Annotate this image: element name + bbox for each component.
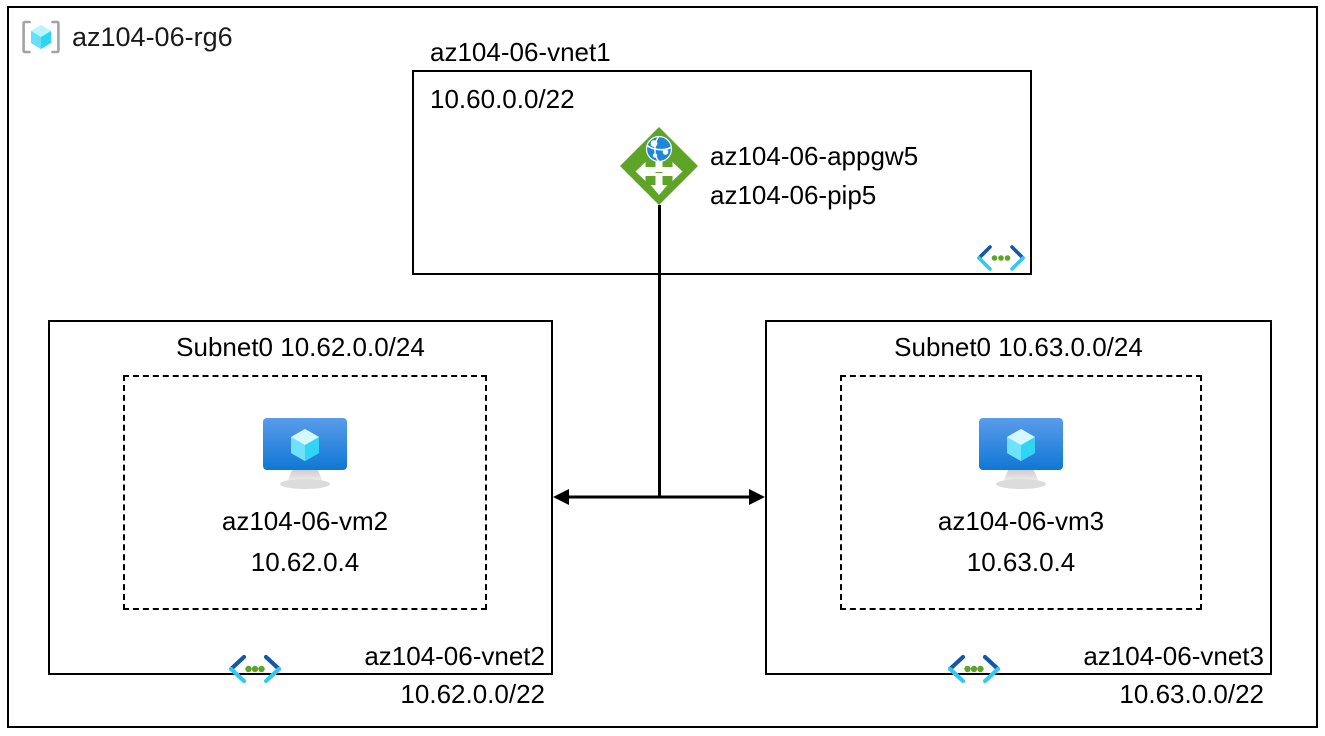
vnet2-vm-ip-label: 10.62.0.4 <box>250 547 360 577</box>
vnet2-peering-icon <box>226 653 284 685</box>
vnet3-subnet-box <box>840 375 1202 610</box>
vnet3-vm-ip-label: 10.63.0.4 <box>966 547 1076 577</box>
vnet2-name-label: az104-06-vnet2 <box>364 641 545 671</box>
vnet1-address-space: 10.60.0.0/22 <box>430 84 575 114</box>
resource-group-title: az104-06-rg6 <box>72 22 233 52</box>
application-gateway-icon <box>618 125 700 207</box>
vnet2-virtual-machine-icon <box>259 414 351 492</box>
vnet2-address-space: 10.62.0.0/22 <box>400 679 545 709</box>
gateway-to-peering-line <box>658 205 661 498</box>
vnet1-peering-icon <box>975 244 1027 272</box>
vnet3-subnet-label: Subnet0 10.63.0.0/24 <box>894 332 1143 362</box>
resource-group-boundary <box>7 6 1318 728</box>
vnet3-virtual-machine-icon <box>975 414 1067 492</box>
vnet3-vm-name-label: az104-06-vm3 <box>937 506 1105 536</box>
vnet2-vm-name-label: az104-06-vm2 <box>221 506 389 536</box>
vnet2-box <box>48 320 553 675</box>
vnet3-peering-icon <box>945 653 1003 685</box>
vnet3-name-label: az104-06-vnet3 <box>1083 641 1264 671</box>
vnet3-box <box>765 320 1272 675</box>
appgw-name-label: az104-06-appgw5 <box>710 141 919 171</box>
vnet2-subnet-label: Subnet0 10.62.0.0/24 <box>176 332 425 362</box>
vnet3-address-space: 10.63.0.0/22 <box>1119 679 1264 709</box>
resource-group-cube-icon <box>22 20 60 54</box>
resource-group-header: az104-06-rg6 <box>22 20 233 54</box>
bidirectional-peering-arrow <box>551 479 767 515</box>
appgw-public-ip-label: az104-06-pip5 <box>710 180 877 210</box>
vnet1-box <box>412 70 1032 275</box>
vnet2-subnet-box <box>123 375 487 610</box>
vnet1-name-label: az104-06-vnet1 <box>430 37 611 67</box>
